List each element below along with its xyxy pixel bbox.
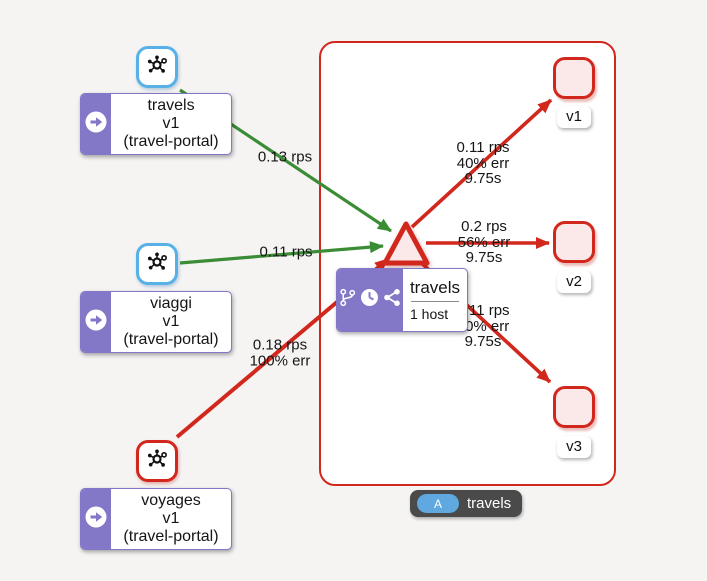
service-node-travels[interactable] [379,217,433,269]
workload-label-text: viaggi v1 (travel-portal) [123,295,219,348]
service-label-text: travels 1 host [403,269,467,331]
edge-service-to-v1[interactable] [410,98,553,229]
workload-node-voyages[interactable] [136,440,178,482]
workload-node-viaggi[interactable] [136,243,178,285]
service-label-travels[interactable]: travels 1 host [336,268,468,332]
arrow-right-circle-icon [85,309,107,336]
service-badge-band [337,269,403,331]
workload-node-travels[interactable] [136,46,178,88]
service-version-node-v3[interactable] [553,386,595,428]
edge-label-viaggi: 0.11 rps [259,243,313,261]
traffic-source-band [81,489,111,549]
arrow-right-circle-icon [85,506,107,533]
app-group-badge[interactable]: A travels [410,490,523,517]
workload-label-voyages[interactable]: voyages v1 (travel-portal) [80,488,232,550]
graph-icon [145,250,169,279]
workload-label-text: travels v1 (travel-portal) [123,97,219,150]
service-name: travels [409,278,461,297]
traffic-source-band [81,292,111,352]
workload-label-viaggi[interactable]: viaggi v1 (travel-portal) [80,291,232,353]
share-alt-icon [383,288,401,312]
traffic-source-band [81,94,111,154]
clock-icon [360,288,379,312]
workload-label-text: voyages v1 (travel-portal) [123,492,219,545]
graph-icon [145,447,169,476]
service-version-node-v2[interactable] [553,221,595,263]
version-label-v3[interactable]: v3 [557,436,591,458]
edge-viaggi-to-service[interactable] [179,241,384,265]
code-branch-icon [339,288,356,312]
label-divider [411,301,459,302]
edge-label-travels: 0.13 rps [257,148,313,166]
version-label-v2[interactable]: v2 [557,271,591,293]
app-badge-letter: A [417,494,459,513]
graph-icon [145,53,169,82]
service-host-count: 1 host [410,306,449,322]
workload-label-travels[interactable]: travels v1 (travel-portal) [80,93,232,155]
arrow-right-circle-icon [85,111,107,138]
version-label-v1[interactable]: v1 [557,106,591,128]
app-badge-label: travels [467,495,512,512]
service-version-node-v1[interactable] [553,57,595,99]
